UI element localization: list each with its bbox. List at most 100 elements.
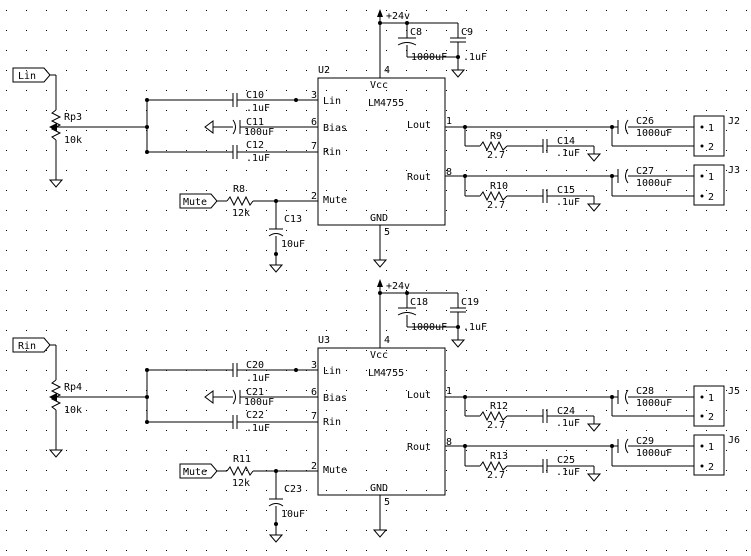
capacitor-electrolytic [617, 119, 629, 135]
grid-dot [386, 290, 387, 291]
grid-dot [566, 90, 567, 91]
grid-dot [426, 110, 427, 111]
grid-dot [546, 30, 547, 31]
grid-dot [666, 50, 667, 51]
grid-dot [626, 290, 627, 291]
grid-dot [706, 70, 707, 71]
cap-out-l-value: 1000uF [636, 398, 672, 409]
grid-dot [466, 550, 467, 551]
res-mute-ref: R8 [233, 184, 245, 195]
grid-dot [466, 30, 467, 31]
grid-dot [126, 310, 127, 311]
grid-dot [646, 270, 647, 271]
grid-dot [286, 10, 287, 11]
grid-dot [546, 70, 547, 71]
grid-dot [546, 290, 547, 291]
grid-dot [506, 50, 507, 51]
cap-vcc-small-value: .1uF [463, 322, 487, 333]
grid-dot [86, 70, 87, 71]
grid-dot [46, 130, 47, 131]
grid-dot [706, 190, 707, 191]
grid-dot [646, 70, 647, 71]
grid-dot [406, 70, 407, 71]
grid-dot [646, 470, 647, 471]
grid-dot [426, 470, 427, 471]
grid-dot [726, 190, 727, 191]
grid-dot [466, 390, 467, 391]
capacitor-electrolytic [617, 168, 629, 184]
grid-dot [366, 250, 367, 251]
amplifier-module-1: U2 Vcc LM4755 GND Lin Bias Rin Mute Lout… [12, 9, 740, 273]
grid-dot [486, 390, 487, 391]
grid-dot [26, 330, 27, 331]
input-port [12, 67, 51, 83]
grid-dot [706, 130, 707, 131]
grid-dot [306, 510, 307, 511]
grid-dot [686, 470, 687, 471]
grid-dot [6, 450, 7, 451]
grid-dot [146, 310, 147, 311]
mute-port [179, 463, 218, 479]
grid-dot [6, 290, 7, 291]
grid-dot [746, 230, 747, 231]
grid-dot [266, 210, 267, 211]
grid-dot [466, 510, 467, 511]
grid-dot [346, 430, 347, 431]
grid-dot [406, 370, 407, 371]
grid-dot [486, 70, 487, 71]
cap-zobel-l-ref: C24 [557, 406, 575, 417]
input-port-label: Rin [18, 341, 36, 352]
grid-dot [366, 530, 367, 531]
grid-dot [246, 310, 247, 311]
grid-dot [546, 530, 547, 531]
grid-dot [46, 550, 47, 551]
grid-dot [726, 390, 727, 391]
grid-dot [666, 190, 667, 191]
connector-pin [700, 414, 704, 418]
grid-dot [466, 130, 467, 131]
grid-dot [386, 250, 387, 251]
grid-dot [386, 190, 387, 191]
cap-bias-value: 100uF [244, 397, 274, 408]
grid-dot [406, 550, 407, 551]
cap-zobel-r-value: .1uF [556, 467, 580, 478]
grid-dot [46, 310, 47, 311]
cap-vcc-small-ref: C19 [461, 297, 479, 308]
grid-dot [566, 430, 567, 431]
grid-dot [546, 210, 547, 211]
grid-dot [366, 490, 367, 491]
grid-dot [166, 270, 167, 271]
grid-dot [526, 270, 527, 271]
grid-dot [586, 390, 587, 391]
cap-mute-value: 10uF [281, 509, 305, 520]
grid-dot [746, 310, 747, 311]
grid-dot [686, 90, 687, 91]
chip-ref: U2 [318, 65, 330, 76]
grid-dot [86, 450, 87, 451]
grid-dot [366, 50, 367, 51]
grid-dot [466, 450, 467, 451]
grid-dot [626, 550, 627, 551]
grid-dot [146, 170, 147, 171]
res-zobel-r-value: 2.7 [487, 200, 505, 211]
grid-dot [226, 190, 227, 191]
grid-dot [306, 290, 307, 291]
grid-dot [206, 270, 207, 271]
grid-dot [446, 110, 447, 111]
grid-dot [566, 330, 567, 331]
cap-lin-ref: C10 [246, 90, 264, 101]
grid-dot [466, 490, 467, 491]
grid-dot [266, 290, 267, 291]
amplifier-module-2: U3 Vcc LM4755 GND Lin Bias Rin Mute Lout… [12, 279, 740, 543]
grid-dot [26, 230, 27, 231]
grid-dot [386, 170, 387, 171]
grid-dot [6, 50, 7, 51]
grid-dot [686, 450, 687, 451]
grid-dot [486, 230, 487, 231]
grid-dot [546, 250, 547, 251]
grid-dot [726, 510, 727, 511]
grid-dot [366, 290, 367, 291]
grid-dot [606, 190, 607, 191]
grid-dot [586, 450, 587, 451]
grid-dot [626, 10, 627, 11]
